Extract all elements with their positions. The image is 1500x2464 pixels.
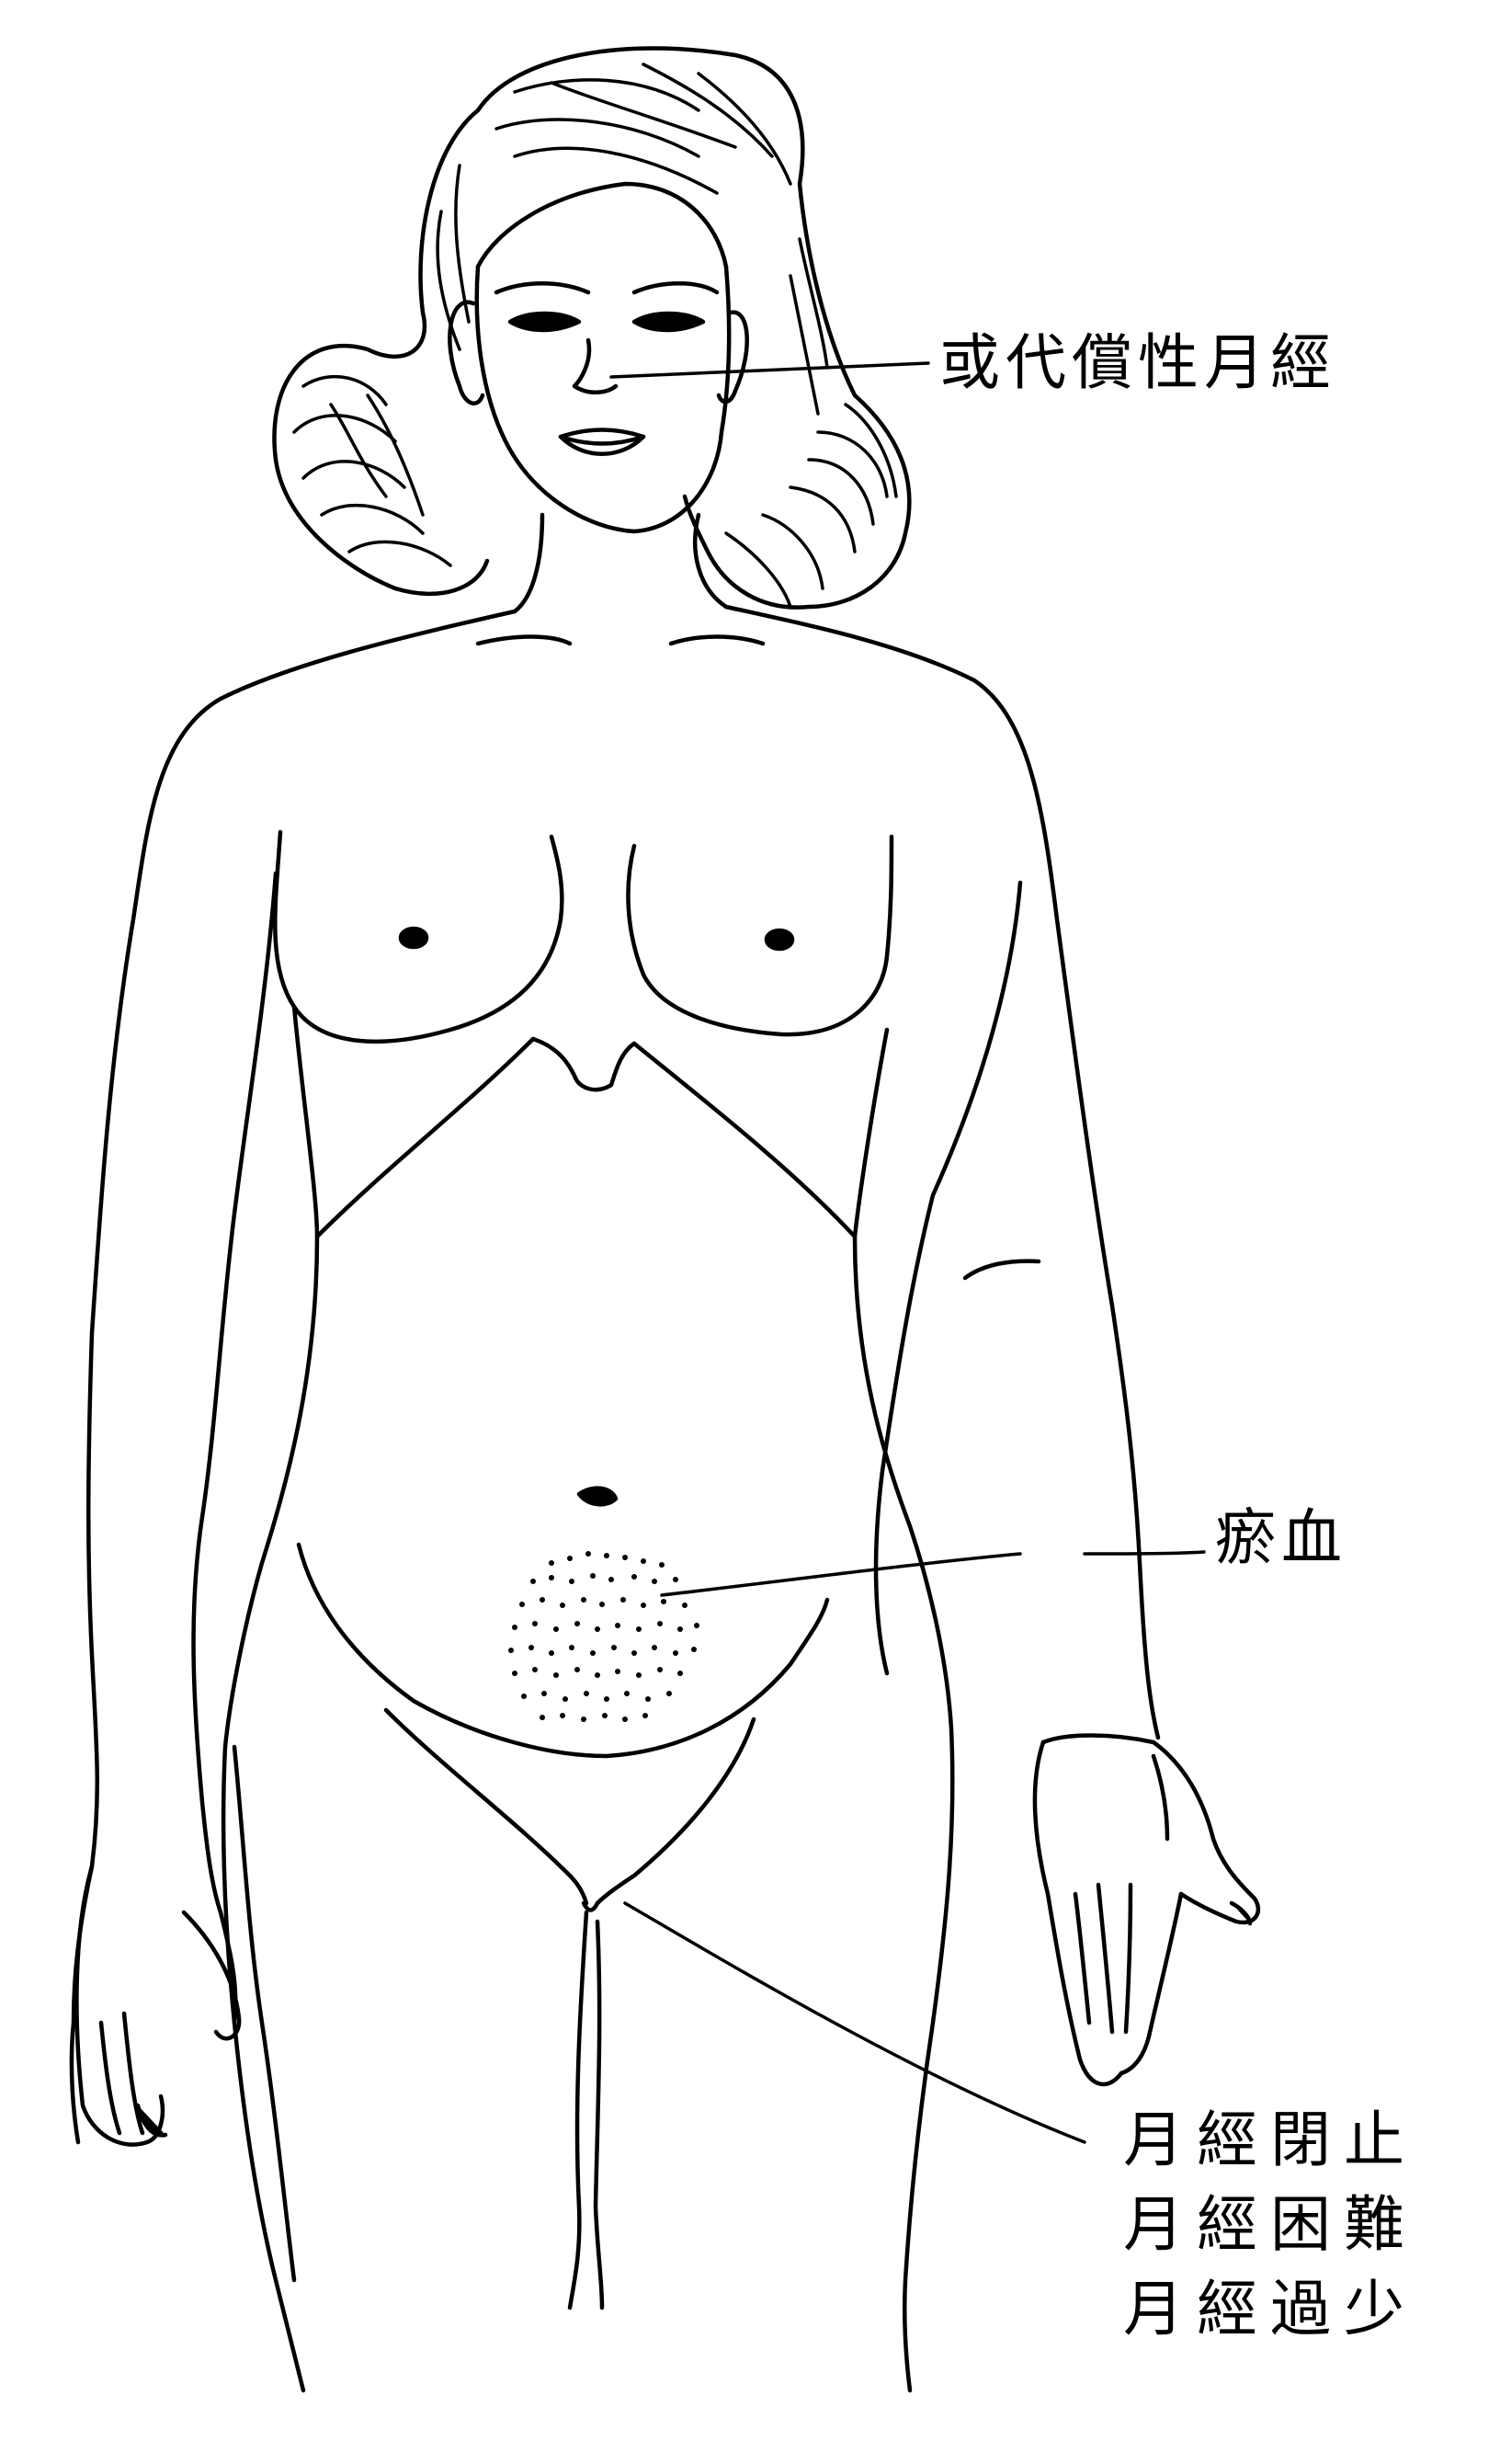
torso-right <box>852 1027 955 2393</box>
right-inner-arm <box>873 880 1023 1676</box>
label-amenorrhea: 月經閉止 <box>1123 2105 1417 2175</box>
label-blood-stasis: 瘀血 <box>1215 1502 1347 1573</box>
sternum-notch <box>530 1036 637 1092</box>
right-ear <box>716 310 749 405</box>
inner-leg-left <box>567 1910 589 2310</box>
neck-left <box>512 512 545 614</box>
label-oligomenorrhea: 月經過少 <box>1123 2274 1417 2344</box>
left-nipple <box>398 926 429 950</box>
left-ear <box>448 300 485 405</box>
left-thigh-outer <box>232 1744 297 2283</box>
hair-strands <box>292 63 898 609</box>
left-breast <box>273 829 564 1044</box>
label-group-menstrual: 月經閉止 月經困難 月經過少 <box>1123 2098 1417 2352</box>
nose <box>572 337 619 394</box>
left-hand <box>74 1864 242 2147</box>
groin-left <box>383 1707 589 1906</box>
collarbone-left <box>475 634 573 646</box>
right-hand <box>1032 1733 1261 2087</box>
right-shoulder-arm <box>723 604 1161 1740</box>
right-eyebrow <box>631 281 720 295</box>
leader-menstrual <box>623 1901 1086 2144</box>
right-eye <box>631 311 706 333</box>
leader-face <box>609 361 930 379</box>
face-outline <box>474 264 732 534</box>
neck-right <box>693 512 729 610</box>
label-compensatory-menstruation: 或代償性月經 <box>939 327 1336 398</box>
belly-curve <box>296 1542 830 1759</box>
forehead-line <box>475 181 729 269</box>
groin-right <box>595 1717 756 1906</box>
right-breast <box>626 834 894 1037</box>
inner-leg-right <box>593 1919 605 2310</box>
collarbone-right <box>668 634 766 646</box>
left-inner-arm <box>191 871 278 1915</box>
left-eyebrow <box>494 281 591 295</box>
rib-left <box>314 1036 536 1239</box>
hair-outline <box>272 46 912 610</box>
rib-right <box>631 1041 858 1239</box>
right-nipple <box>764 928 795 952</box>
left-shoulder-arm <box>69 609 517 2145</box>
label-dysmenorrhea: 月經困難 <box>1123 2189 1417 2260</box>
left-eye <box>507 311 582 333</box>
leader-stasis <box>660 1550 1206 1597</box>
right-elbow <box>962 1259 1041 1281</box>
torso-left <box>221 1004 320 2393</box>
navel <box>576 1486 619 1507</box>
stasis-stipple <box>508 1551 699 1722</box>
